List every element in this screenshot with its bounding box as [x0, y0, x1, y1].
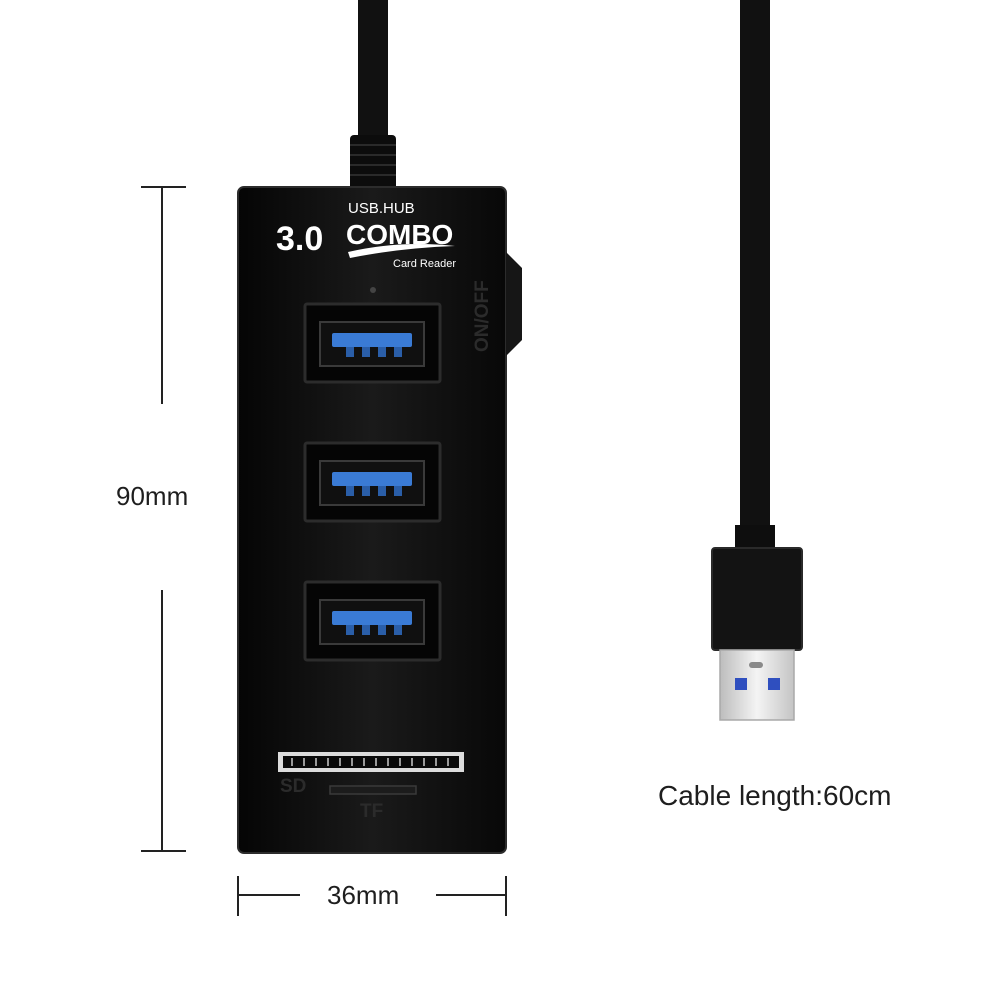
- hub-cable: [350, 0, 396, 190]
- sd-label: SD: [280, 776, 306, 797]
- usb-cable: [735, 0, 775, 553]
- sd-card-slot[interactable]: [278, 752, 464, 772]
- hub-version: 3.0: [276, 220, 323, 258]
- width-label: 36mm: [327, 880, 400, 910]
- usb-port[interactable]: [303, 302, 442, 384]
- usb-port[interactable]: [303, 580, 442, 662]
- hub-subtitle: Card Reader: [393, 258, 456, 270]
- usb-hub-label: USB.HUB: [348, 200, 415, 217]
- tf-card-slot[interactable]: [329, 785, 417, 795]
- logo-swoosh: [348, 244, 455, 258]
- power-switch: [506, 252, 522, 356]
- switch-label: ON/OFF: [472, 280, 493, 352]
- usb-port[interactable]: [303, 441, 442, 523]
- tf-label: TF: [360, 801, 383, 822]
- cable-length-label: Cable length:60cm: [658, 780, 892, 811]
- usb-a-plug: [711, 547, 803, 721]
- height-dimension-line: [141, 186, 186, 852]
- width-dimension-line: [237, 876, 507, 916]
- status-led: [370, 287, 376, 293]
- height-label: 90mm: [116, 481, 189, 511]
